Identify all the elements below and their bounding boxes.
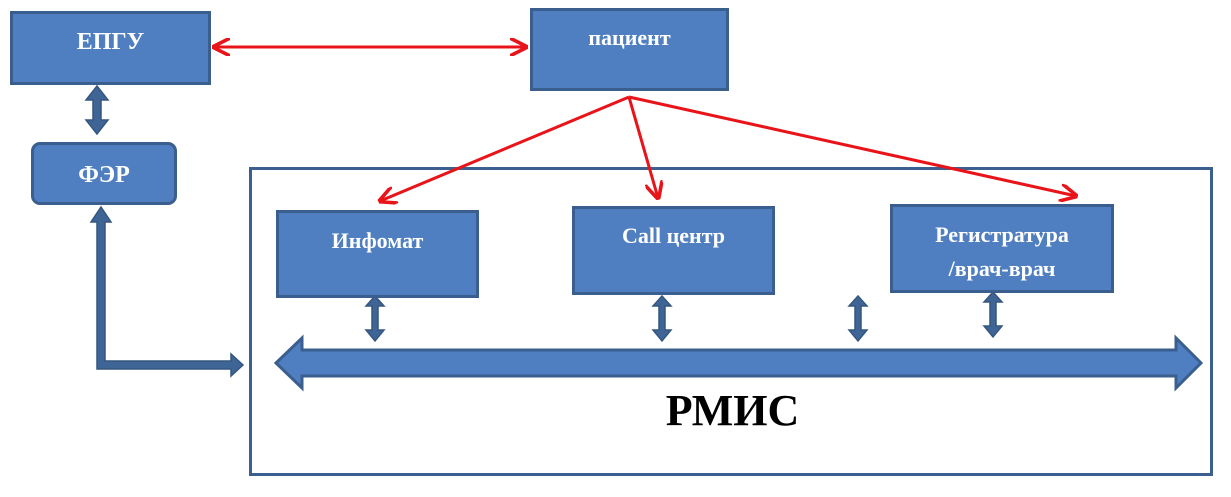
patient-callcenter-arrow: [627, 96, 658, 198]
registry-label-line2: /врач-врач: [948, 256, 1056, 282]
infomat-label: Инфомат: [331, 228, 424, 253]
infomat-node: Инфомат: [276, 210, 479, 298]
patient-node: пациент: [530, 8, 729, 91]
extra-rmis-arrow: [847, 294, 869, 343]
patient-registry-arrow: [628, 95, 1076, 196]
fer-node: ФЭР: [31, 142, 177, 205]
fer-rmis-connector: [89, 205, 245, 378]
registry-rmis-arrow: [982, 290, 1004, 339]
patient-label: пациент: [588, 25, 671, 50]
patient-infomat-arrow: [380, 95, 630, 201]
infomat-rmis-arrow: [364, 294, 386, 343]
epgu-label: ЕПГУ: [76, 29, 145, 55]
registry-node: Регистратура /врач-врач: [890, 204, 1114, 293]
callcenter-node: Call центр: [572, 206, 775, 295]
rmis-label: РМИС: [665, 386, 800, 435]
rmis-frame: [249, 167, 1213, 476]
callcenter-rmis-arrow: [651, 294, 673, 343]
callcenter-label: Call центр: [621, 223, 726, 248]
epgu-fer-arrow: [84, 84, 110, 136]
epgu-node: ЕПГУ: [10, 11, 211, 85]
fer-label: ФЭР: [78, 162, 130, 188]
rmis-bus-arrow: [273, 334, 1204, 392]
registry-label-line1: Регистратура: [935, 222, 1069, 247]
